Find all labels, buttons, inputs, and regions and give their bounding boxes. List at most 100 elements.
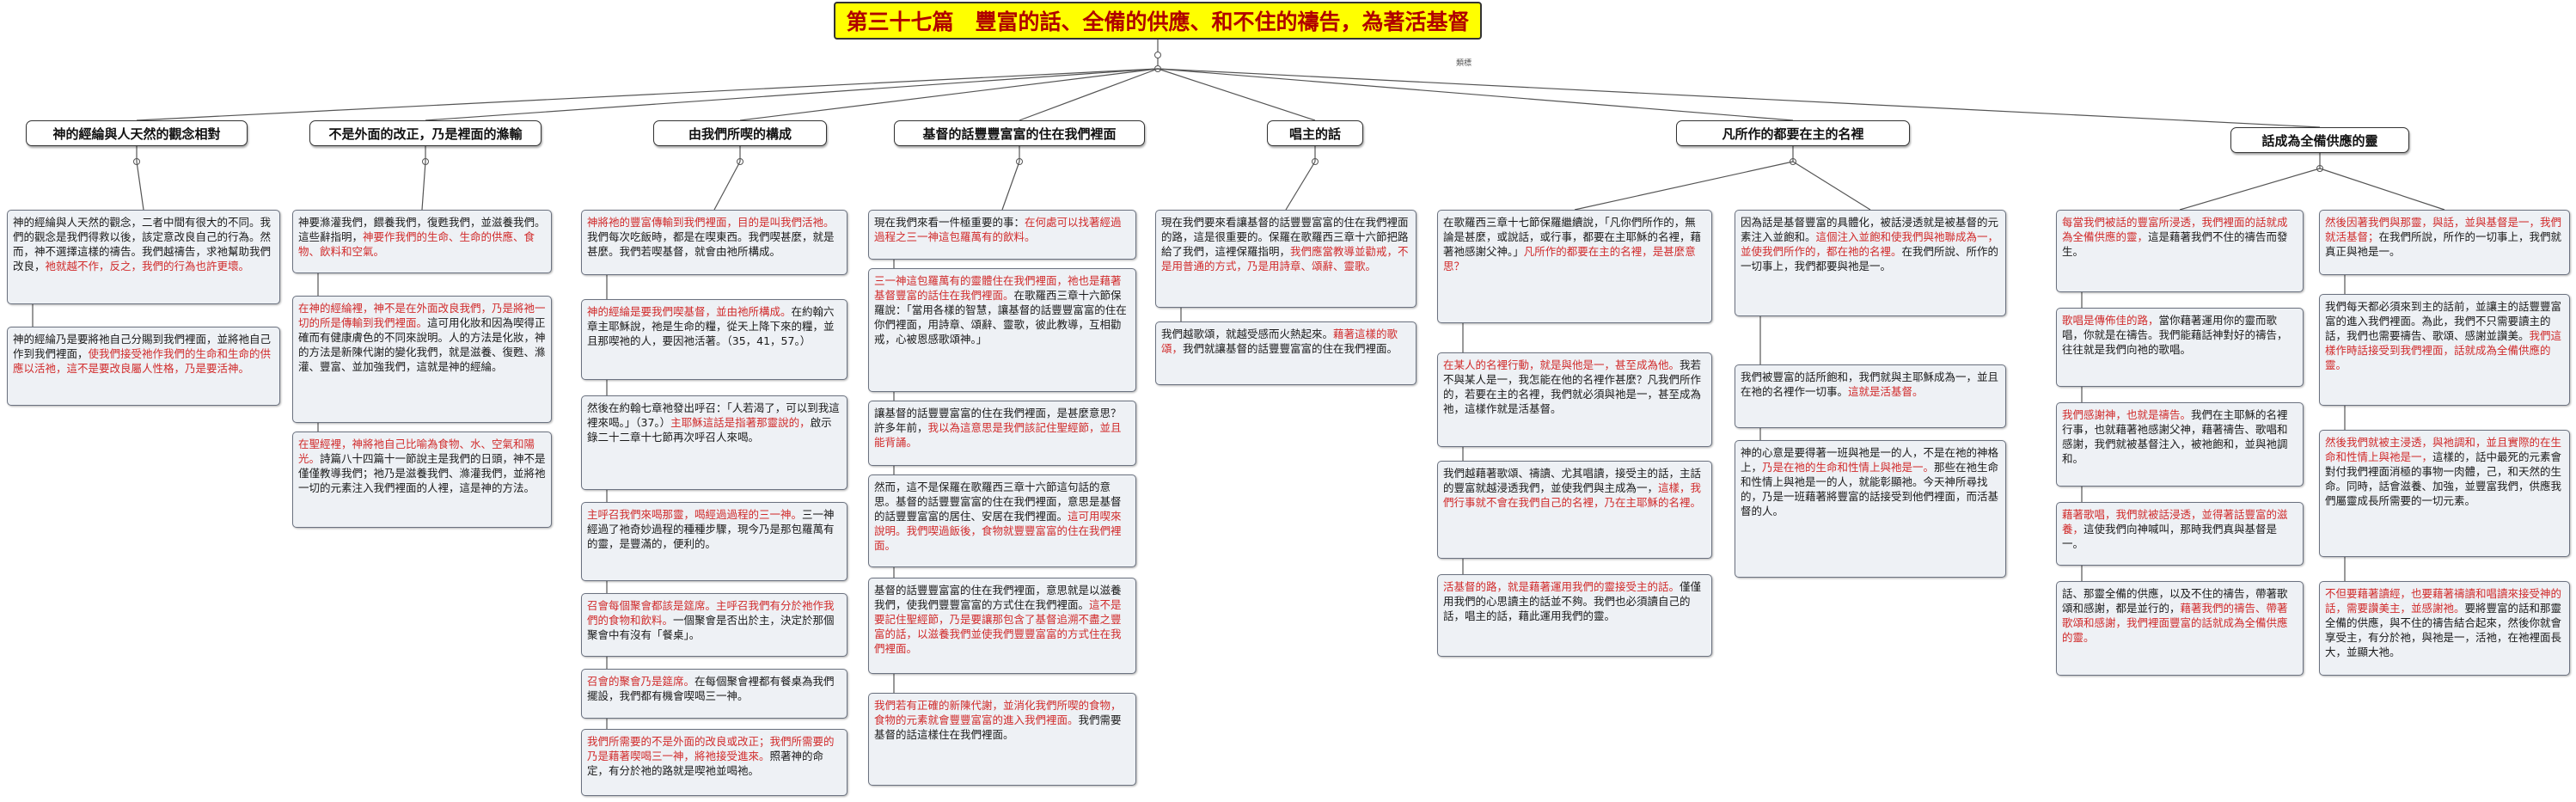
note-text: 三一神經過了祂奇妙過程的種種步驟，現今乃是那包羅萬有的靈，是豐滿的，便利的。 [587, 508, 835, 550]
note-32: 我們感謝神，也就是禱告。我們在主耶穌的名裡行事，也就藉著祂感謝父神，藉著禱告、歌… [2056, 402, 2304, 487]
note-3: 神要滌灌我們，餵養我們，復甦我們，並滋養我們。這些辭指明，神要作我們的生命、生命… [292, 210, 552, 273]
note-15: 讓基督的話豐豐富富的住在我們裡面，是甚麼意思？許多年前，我以為這意思是我們該記住… [868, 401, 1136, 466]
highlighted-text: 主呼召我們來喝那靈，喝經過過程的三一神。 [587, 508, 803, 521]
highlighted-text: 神的經綸是要我們喫基督，並由祂所構成。 [587, 305, 792, 318]
branch-in-the-lords-name[interactable]: 凡所作的都要在主的名裡 [1676, 120, 1910, 146]
note-10: 召會每個聚會都該是筵席。主呼召我們有分於祂作我們的食物和飲料。一個聚會是否出於主… [581, 593, 847, 657]
branch-natural-concept[interactable]: 神的經綸與人天然的觀念相對 [26, 120, 248, 146]
hub-to-branch-line [1157, 68, 1316, 121]
note-4: 在神的經綸裡，神不是在外面改良我們，乃是將祂一切的所是傳輸到我們裡面。這可用化妝… [292, 296, 552, 423]
note-text: 在我們所說、所作的一切事上，我們都要與祂是一。 [1741, 245, 1999, 272]
hub-to-branch-line [1157, 68, 2321, 128]
note-text: 我們在主耶穌的名裡行事，也就藉著祂感謝父神，藉著禱告、歌唱和感謝，我們就被基督注… [2062, 408, 2288, 465]
highlighted-text: 召會每個聚會都該是筵席。主呼召我們有分於祂作我們的食物和飲料。 [587, 599, 835, 627]
note-22: 在某人的名裡行動，就是與他是一，甚至成為他。我若不與某人是一，我怎能在他的名裡作… [1437, 352, 1712, 447]
highlighted-text: 神要作我們的生命、生命的供應、食物、飲料和空氣。 [298, 230, 535, 258]
branch-to-note-line [1285, 161, 1316, 211]
branch-to-note-line [1792, 161, 1871, 211]
note-text: 這是藉著我們不住的禱告而發生。 [2062, 230, 2288, 258]
branch-sing-the-word[interactable]: 唱主的話 [1267, 120, 1363, 146]
note-text: 讓基督的話豐豐富富的住在我們裡面，是甚麼意思？許多年前， [874, 407, 1122, 434]
note-12: 我們所需要的不是外面的改良或改正；我們所需要的乃是藉著喫喝三一神，將祂接受進來。… [581, 729, 847, 796]
note-text: 在每個聚會裡都有餐桌為我們擺設，我們都有機會喫喝三一神。 [587, 675, 835, 702]
highlighted-text: 凡所作的都要在主的名裡，是甚麼意思？ [1443, 245, 1696, 272]
note-31: 我們每天都必須來到主的話前，並讓主的話豐豐富富的進入我們裡面。為此，我們不只需要… [2319, 294, 2570, 406]
page-title: 第三十七篇 豐富的話、全備的供應、和不住的禱告，為著活基督 [834, 2, 1482, 40]
note-text: 當你藉著運用你的靈而歌唱，你就是在禱告。我們能藉話神對好的禱告，往往就是我們向祂… [2062, 314, 2288, 356]
branch-word-dwelling-richly[interactable]: 基督的話豐豐富富的住在我們裡面 [894, 120, 1145, 146]
note-text: 照著神的命定，有分於祂的路就是喫祂並喝祂。 [587, 750, 824, 777]
highlighted-text: 不但要藉著讀經，也要藉著禱讀和唱讀來接受神的話，需要讚美主，並感謝祂。 [2325, 587, 2562, 615]
note-14: 三一神這包羅萬有的靈體住在我們裡面，祂也是藉著基督豐富的話住在我們裡面。在歌羅西… [868, 268, 1136, 392]
hub-to-branch-line [136, 68, 1159, 121]
note-text: 這使我們向神喊叫，那時我們真與基督是一。 [2062, 523, 2278, 550]
highlighted-text: 藉著這樣的歌頌， [1161, 328, 1398, 355]
note-9: 主呼召我們來喝那靈，喝經過過程的三一神。三一神經過了祂奇妙過程的種種步驟，現今乃… [581, 502, 847, 581]
branch-to-note-line [2179, 168, 2321, 211]
note-24: 活基督的路，就是藉著運用我們的靈接受主的話。僅僅用我們的心思讀主的話並不夠。我們… [1437, 574, 1712, 657]
highlighted-text: 在聖經裡，神將祂自己比喻為食物、水、空氣和陽光。 [298, 438, 535, 465]
note-28: 每當我們被話的豐富所浸透，我們裡面的話就成為全備供應的靈，這是藉著我們不住的禱告… [2056, 210, 2304, 292]
note-text: 我們需要基督的話這樣住在我們裡面。 [874, 713, 1122, 741]
note-8: 然後在約翰七章祂發出呼召：「人若渴了，可以到我這裡來喝。」（37。）主耶穌這話是… [581, 395, 847, 490]
note-33: 然後我們就被主浸透，與祂調和，並且實際的在生命和性情上與祂是一，這樣的，話中最死… [2319, 430, 2570, 557]
note-20: 我們越歌頌，就越受感而火熱起來。藉著這樣的歌頌，我們就讓基督的話豐豐富富的住在我… [1155, 321, 1416, 385]
note-35: 話、那靈全備的供應，以及不住的禱告，帶著歌頌和感謝，都是並行的，藉著我們的禱告、… [2056, 581, 2304, 676]
highlighted-text: 祂就越不作，反之，我們的行為也許更壞。 [45, 260, 250, 272]
branch-all-sufficient-spirit[interactable]: 話成為全備供應的靈 [2230, 127, 2409, 153]
note-30: 歌唱是傳佈佳的路，當你藉著運用你的靈而歌唱，你就是在禱告。我們能藉話神對好的禱告… [2056, 308, 2304, 387]
highlighted-text: 藉著我們的禱告、帶著歌頌和感謝，我們裡面豐富的話就成為全備供應的靈。 [2062, 602, 2288, 644]
highlighted-text: 召會的聚會乃是筵席。 [587, 675, 695, 688]
note-6: 神將祂的豐富傳輸到我們裡面，目的是叫我們活祂。我們每次吃飯時，都是在喫東西。我們… [581, 210, 847, 275]
highlighted-text: 這就是活基督。 [1848, 385, 1924, 398]
note-13: 現在我們來看一件極重要的事：在何處可以找著經過過程之三一神這包羅萬有的飲料。 [868, 210, 1136, 260]
note-21: 在歌羅西三章十七節保羅繼續說，「凡你們所作的，無論是甚麼，或說話，或行事，都要在… [1437, 210, 1712, 323]
highlighted-text: 乃是在祂的生命和性情上與祂是一。 [1762, 461, 1935, 474]
highlighted-text: 這樣，我們行事就不會在我們自己的名裡，乃在主耶穌的名裡。 [1443, 481, 1702, 509]
highlighted-text: 這不是要記住聖經節，乃是要讓那包含了基督追溯不盡之豐富的話，以滋養我們並使我們豐… [874, 598, 1122, 655]
note-text: 在約翰六章主耶穌說，祂是生命的糧，從天上降下來的糧，並且那喫祂的人，要因祂活著。… [587, 305, 835, 347]
note-11: 召會的聚會乃是筵席。在每個聚會裡都有餐桌為我們擺設，我們都有機會喫喝三一神。 [581, 669, 847, 719]
note-25: 因為話是基督豐富的具體化，被話浸透就是被基督的元素注入並飽和。這個注入並飽和使我… [1735, 210, 2006, 316]
note-16: 然而，這不是保羅在歌羅西三章十六節這句話的意思。基督的話豐豐富富的住在我們裡面，… [868, 474, 1136, 567]
note-text: 在歌羅西三章十六節保羅說：「當用各樣的智慧，讓基督的話豐豐富富的住在你們裡面，用… [874, 289, 1127, 346]
note-text: 神的經綸乃是要將祂自己分賜到我們裡面，並將祂自己作到我們裡面， [13, 333, 272, 360]
highlighted-text: 我們所需要的不是外面的改良或改正；我們所需要的乃是藉著喫喝三一神，將祂接受進來。 [587, 735, 835, 762]
highlighted-text: 歌唱是傳佈佳的路， [2062, 314, 2159, 327]
highlighted-text: 我們這樣作時話接受到我們裡面，話就成為全備供應的靈。 [2325, 329, 2562, 371]
note-text: 神的經綸與人天然的觀念，二者中間有很大的不同。我們的觀念是我們得救以後，該定意改… [13, 216, 272, 272]
note-text: 要將豐富的話和那靈全備的供應，與不住的禱告結合起來，然後你就會享受主，有分於祂，… [2325, 602, 2562, 658]
branch-to-note-line [1001, 161, 1020, 211]
note-text: 詩篇八十四篇十一節說主是我們的日頭，神不是僅僅教導我們；祂乃是滋養我們、滌灌我們… [298, 452, 546, 494]
hub-to-branch-line [425, 68, 1159, 121]
note-text: 這樣的，話中最死的元素會對付我們裡面消極的事物一肉體，己，和天然的生命。同時，話… [2325, 450, 2562, 507]
note-text: 現在我們來看一件極重要的事： [874, 216, 1025, 229]
note-text: 這可用化妝和因為喫得正確而有健康膚色的不同來說明。人的方法是化妝，神的方法是新陳… [298, 316, 546, 373]
branch-constituted-by-eating[interactable]: 由我們所喫的構成 [653, 120, 827, 146]
highlighted-text: 神將祂的豐富傳輸到我們裡面，目的是叫我們活祂。 [587, 216, 835, 229]
note-text: 我們就讓基督的話豐豐富富的住在我們裡面。 [1183, 342, 1398, 355]
note-18: 我們若有正確的新陳代謝，並消化我們所喫的食物，食物的元素就會豐豐富富的進入我們裡… [868, 693, 1136, 786]
highlighted-text: 然後因著我們與那靈，與話，並與基督是一，我們就活基督； [2325, 216, 2562, 243]
note-2: 神的經綸乃是要將祂自己分賜到我們裡面，並將祂自己作到我們裡面，使我們接受祂作我們… [7, 327, 280, 406]
branch-inner-transfusion[interactable]: 不是外面的改正，乃是裡面的滌輸 [309, 120, 542, 146]
note-text: 那些在祂生命和性情上與祂是一的人，就能彰顯祂。今天神所尋找的，乃是一班藉著將豐富… [1741, 461, 1999, 517]
highlighted-text: 主耶穌這話是指著那靈說的， [670, 416, 811, 429]
note-text: 然而，這不是保羅在歌羅西三章十六節這句話的意思。基督的話豐豐富富的住在我們裡面，… [874, 481, 1122, 523]
highlighted-text: 我們感謝神，也就是禱告。 [2062, 408, 2192, 421]
highlighted-text: 這個注入並飽和使我們與祂聯成為一，並使我們所作的，都在祂的名裡。 [1741, 230, 1999, 258]
note-17: 基督的話豐豐富富的住在我們裡面，意思就是以滋養我們，使我們豐豐富富的方式住在我們… [868, 578, 1136, 674]
note-text: 我若不與某人是一，我怎能在他的名裡作甚麼？凡我們所作的，若要在主的名裡，我們就必… [1443, 358, 1702, 415]
note-text: 我們每次吃飯時，都是在喫東西。我們喫甚麼，就是甚麼。我們若喫基督，就會由祂所構成… [587, 230, 835, 258]
note-27: 神的心意是要得著一班與祂是一的人，不是在祂的神格上，乃是在祂的生命和性情上與祂是… [1735, 440, 2006, 578]
central-hub-label: 類標 [1455, 59, 1472, 68]
highlighted-text: 然後我們就被主浸透，與祂調和，並且實際的在生命和性情上與祂是一， [2325, 436, 2562, 463]
note-text: 現在我們要來看讓基督的話豐豐富富的住在我們裡面的路，這是很重要的。保羅在歌羅西三… [1161, 216, 1409, 258]
note-26: 我們被豐富的話所飽和，我們就與主耶穌成為一，並且在祂的名裡作一切事。這就是活基督… [1735, 364, 2006, 428]
highlighted-text: 在神的經綸裡，神不是在外面改良我們，乃是將祂一切的所是傳輸到我們裡面。 [298, 302, 546, 329]
note-1: 神的經綸與人天然的觀念，二者中間有很大的不同。我們的觀念是我們得救以後，該定意改… [7, 210, 280, 304]
note-text: 話、那靈全備的供應，以及不住的禱告，帶著歌頌和感謝，都是並行的， [2062, 587, 2288, 615]
branch-to-note-line [2319, 168, 2445, 211]
hub-to-branch-line [1019, 68, 1159, 121]
